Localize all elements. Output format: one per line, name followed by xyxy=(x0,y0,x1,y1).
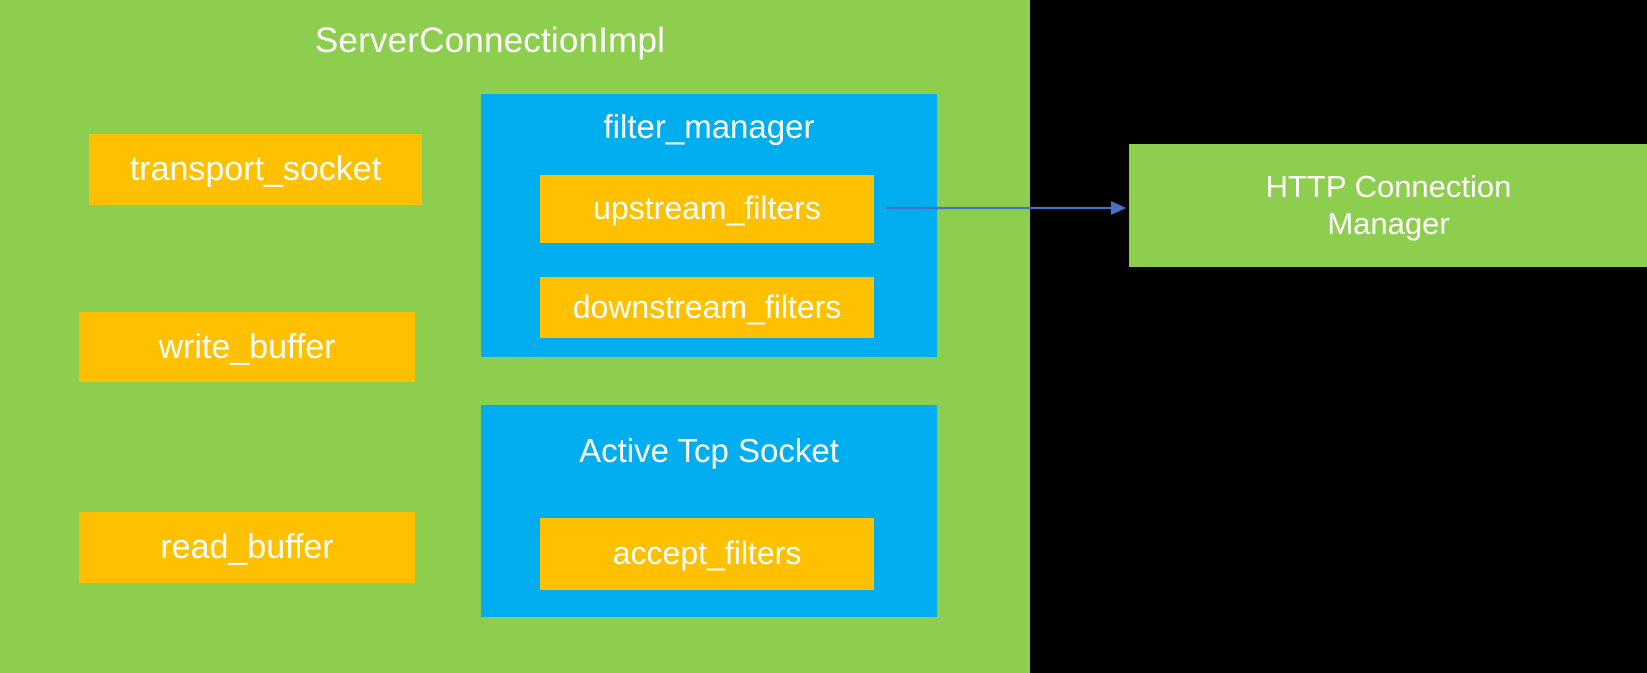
downstream-filters-box[interactable]: downstream_filters xyxy=(540,277,874,338)
server-connection-impl-title: ServerConnectionImpl xyxy=(314,21,666,60)
filter-manager-title: filter_manager xyxy=(603,108,815,145)
server-connection-impl-panel[interactable]: ServerConnectionImpl transport_socket wr… xyxy=(0,0,1030,673)
accept-filters-box[interactable]: accept_filters xyxy=(540,518,874,590)
read-buffer-box[interactable]: read_buffer xyxy=(79,512,415,583)
write-buffer-box[interactable]: write_buffer xyxy=(79,312,415,382)
transport-socket-box[interactable]: transport_socket xyxy=(89,134,422,205)
http-connection-manager-box[interactable]: HTTP Connection Manager xyxy=(1129,144,1647,267)
active-tcp-socket-title: Active Tcp Socket xyxy=(579,432,839,469)
upstream-filters-box[interactable]: upstream_filters xyxy=(540,175,874,243)
